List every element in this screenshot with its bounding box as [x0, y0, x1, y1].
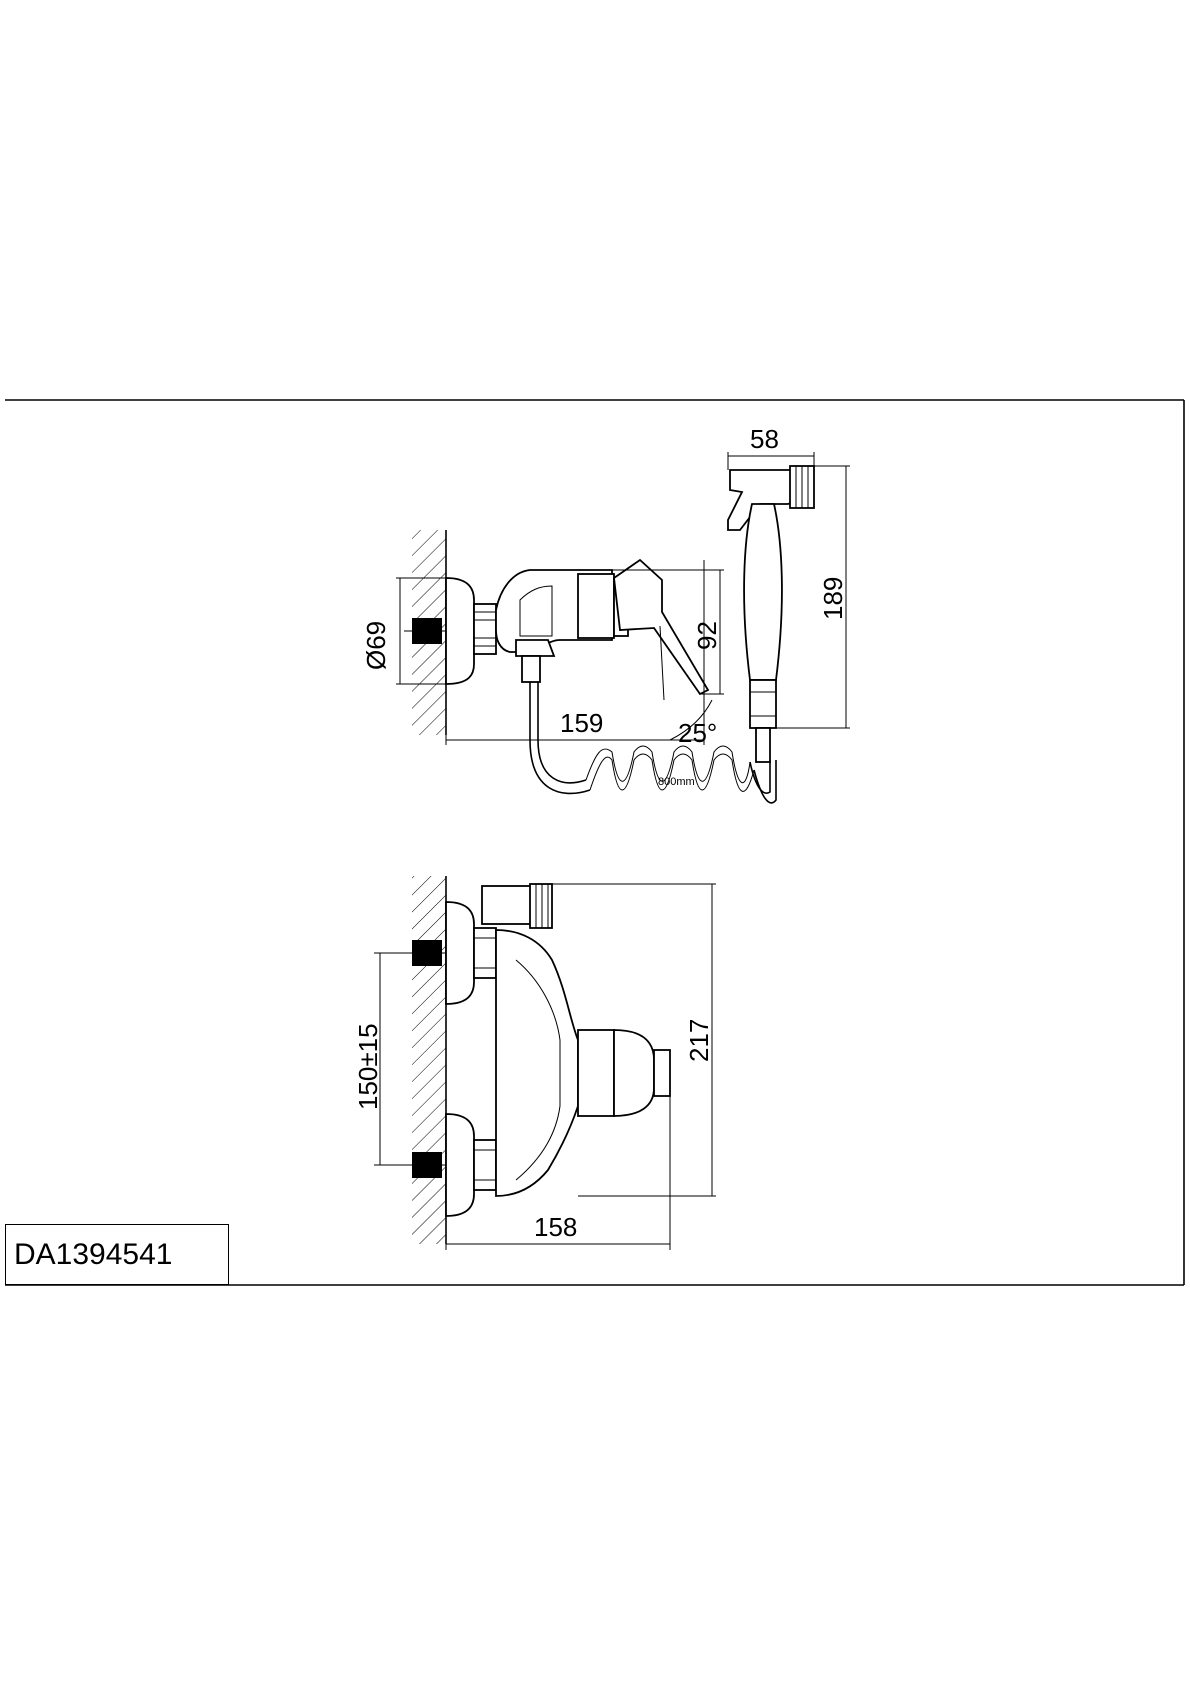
dim-height-92: 92	[612, 569, 724, 695]
dim-centers-150: 150±15	[353, 952, 446, 1166]
hand-shower	[727, 465, 815, 763]
cartridge	[577, 573, 615, 639]
hose-connector	[515, 639, 556, 657]
model-code-box: DA1394541	[5, 1224, 229, 1285]
dim-length-label: 189	[818, 577, 848, 620]
shower-holder-front	[481, 883, 553, 929]
dim-height-front-label: 217	[684, 1019, 714, 1062]
dim-length-189: 189	[776, 465, 850, 729]
dim-width-label: 58	[750, 424, 779, 454]
dim-angle-25: 25°	[669, 699, 717, 748]
coiled-hose	[529, 682, 777, 804]
front-view: 150±15 217 158	[353, 876, 716, 1250]
escutcheon	[445, 577, 475, 685]
side-view: Ø69 159 92 25° 58	[361, 424, 850, 804]
dim-diameter-69: Ø69	[361, 577, 446, 685]
drawing-frame	[5, 399, 1185, 1286]
dim-centers-label: 150±15	[353, 1023, 383, 1110]
wall-hatch-bottom	[412, 876, 447, 1244]
dim-diameter-label: Ø69	[361, 621, 391, 670]
dim-angle-label: 25°	[678, 718, 717, 748]
hose-length-note: 800mm	[658, 776, 695, 788]
dim-width-58: 58	[727, 424, 815, 470]
dim-depth-label: 159	[560, 708, 603, 738]
dim-height-label: 92	[692, 621, 722, 650]
escutcheon-lower	[445, 1113, 475, 1217]
outlet-front	[577, 1029, 615, 1117]
mixer-body-front	[495, 929, 579, 1197]
escutcheon-upper	[445, 901, 475, 1005]
dim-depth-front-label: 158	[534, 1212, 577, 1242]
lever	[613, 558, 710, 696]
model-code: DA1394541	[14, 1238, 173, 1271]
dim-depth-159: 159	[445, 560, 705, 745]
dim-depth-158: 158	[445, 1096, 671, 1250]
dim-height-217: 217	[552, 883, 716, 1197]
